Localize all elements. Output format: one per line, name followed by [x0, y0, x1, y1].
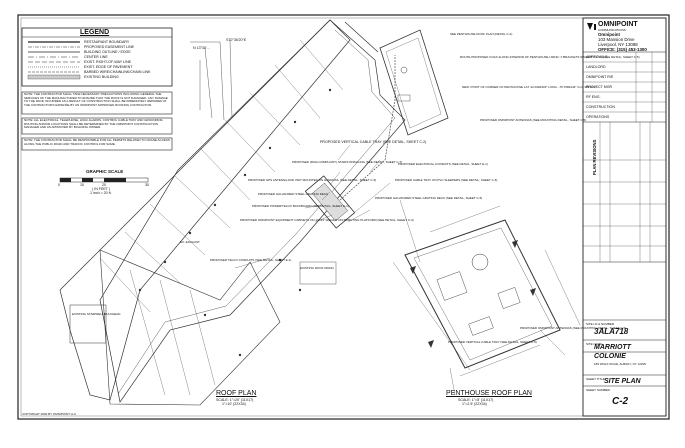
bearing-detail	[190, 39, 233, 121]
annotation: PROPOSED VERTICAL CABLE TRAY (SEE DETAIL…	[320, 140, 427, 144]
approval-field: APPROVALS	[586, 55, 608, 59]
graphic-scale-bar	[59, 177, 149, 183]
annotation: PROPOSED GPS ANTENNA AND UNIT MOUNTED ON…	[248, 178, 377, 182]
annotation: PROPOSED CABLE TRAY ON PVC SLEEPERS (SEE…	[395, 178, 498, 182]
roof-plan-title: ROOF PLAN	[216, 390, 257, 397]
annotation: PROPOSED OMNIPOINT EQUIPMENT CABINETS ON…	[240, 218, 414, 222]
note-permits: NOTE: THE CONTRACTOR SHALL BE RESPONSIBL…	[24, 138, 170, 146]
penthouse-plan-scale: 1"=2.5' (22X34)	[462, 402, 487, 406]
title-block-frame	[582, 17, 667, 417]
plan-revisions-label: PLAN REVISIONS	[592, 139, 597, 175]
site-name-label: SITE NAME	[586, 342, 603, 346]
client-phone: OFFICE: (315) 453-1300	[598, 47, 647, 52]
approval-field: LANDLORD	[586, 65, 606, 69]
annotation: PROPOSED VERTICAL CABLE TRAY (SEE DETAIL…	[448, 340, 537, 344]
legend-item: EXISTING BUILDING	[84, 75, 119, 79]
roof-plan-drawing	[59, 19, 406, 406]
roof-plan-scale: 1"=10' (22X34)	[222, 402, 246, 406]
annotation: PROPOSED POWER/TELCO BACKBOARD (SEE DETA…	[252, 204, 349, 208]
annotation: SEE PENTHOUSE ROOF PLAN (DETAIL C-2)	[450, 32, 513, 36]
copyright-footer: COPYRIGHT 2000 BY OMNIPOINT LLC	[22, 412, 77, 416]
annotation: ROUTE PROPOSED COAX ALONG INTERIOR OF PE…	[460, 55, 640, 59]
note-roof-damage: NOTE: THE CONTRACTOR SHALL TAKE NECESSAR…	[24, 92, 168, 107]
company-sub: COMMUNICATIONS	[598, 28, 626, 32]
client-address: Liverpool, NY 13088	[598, 42, 638, 47]
sheet-number-label: SHEET NUMBER	[586, 388, 610, 392]
annotation: PROPOSED TELCO CONDUITS (SEE DETAIL, SHE…	[210, 258, 292, 262]
approval-field: OMNIPOINT R/E	[586, 75, 614, 79]
legend-item: RESTAURANT BOUNDARY	[84, 40, 130, 44]
approval-field: OPERATIONS	[586, 115, 610, 119]
legend-item: EXIST. RIGHT-OF-WAY LINE	[84, 60, 132, 64]
site-id: 3ALA718	[594, 327, 629, 336]
penthouse-roof-plan-drawing	[379, 29, 581, 396]
annotation: PROPOSED ELECTRICAL CONDUITS (SEE DETAIL…	[398, 162, 488, 166]
client-address: 103 Mansion Drive	[598, 37, 635, 42]
client-name: Omnipoint	[598, 32, 620, 37]
legend-item: BUILDING OUTLINE / EDGE	[84, 50, 131, 54]
site-name: COLONIE	[594, 353, 626, 360]
legend-item: BARBED WIRE/CHAINLINK/CHAIN LINK	[84, 70, 151, 74]
scale-tick-label: 30	[145, 183, 149, 187]
roof-plan-scale: SCALE: 1"=20' (11X17)	[216, 398, 254, 402]
bearing-label: S70°36'20"E	[226, 38, 247, 42]
scale-tick-label: 10	[80, 183, 84, 187]
omnipoint-logo	[587, 23, 596, 30]
scale-tick-label: 0	[58, 183, 60, 187]
company-name: OMNIPOINT	[598, 21, 638, 28]
legend-item: EXIST. EDGE OF PAVEMENT	[84, 65, 133, 69]
annotation: NEW. POINT OF CORNER OF PENTHOUSE LAT. 4…	[462, 85, 596, 89]
sheet-title: SITE PLAN	[604, 378, 641, 385]
sheet-title-label: SHEET TITLE	[586, 377, 605, 381]
site-address: 189 WOLF ROAD, ALBANY, NY 12205	[594, 362, 646, 366]
annotation: PROPOSED GALVANIZED STEEL GRATING DECK	[258, 192, 329, 196]
approval-field: PROJECT MGR	[586, 85, 613, 89]
site-id-label: SITE I.D.& NUMBER	[586, 322, 615, 326]
graphic-scale-title: GRAPHIC SCALE	[86, 169, 124, 174]
penthouse-plan-title: PENTHOUSE ROOF PLAN	[446, 390, 532, 397]
annotation: EXISTING STAIRWELL BULKHEAD	[72, 312, 121, 316]
legend-title: LEGEND	[80, 29, 110, 36]
annotation: PROPOSED GALVANIZED STEEL GRATING DECK (…	[375, 196, 483, 200]
annotation: EXISTING ROOF DRAIN	[300, 266, 334, 270]
scale-ratio: 1 inch = 20 ft.	[90, 191, 112, 195]
sheet-number: C-2	[612, 396, 629, 407]
annotation: PROPOSED OMNIPOINT ANTENNAS (SEE MOUNTIN…	[480, 118, 587, 122]
scale-unit: ( IN FEET )	[92, 187, 111, 191]
approval-field: CONSTRUCTION	[586, 105, 615, 109]
annotation: PROPOSED OMNIPOINT ANTENNAS (SEE MOUNTIN…	[520, 326, 627, 330]
site-name: MARRIOTT	[594, 344, 631, 351]
annotation: EX. EXHAUST	[180, 240, 200, 244]
scale-tick-label: 20	[102, 183, 106, 187]
annotation: PROPOSED (DSIA COMPLIANT) STAIRS W/RAILI…	[292, 160, 403, 164]
bearing-label: N 13°30'...	[193, 46, 210, 50]
penthouse-plan-scale: SCALE: 1"=5' (11X17)	[458, 398, 494, 402]
legend-item: CENTER LINE	[84, 55, 108, 59]
legend-item: PROPOSED EASEMENT LINE	[84, 45, 135, 49]
note-electrical: NOTE: ALL ELECTRICAL, TELEPHONE, HVAC AL…	[24, 118, 163, 129]
approval-field: RF ENG.	[586, 95, 601, 99]
